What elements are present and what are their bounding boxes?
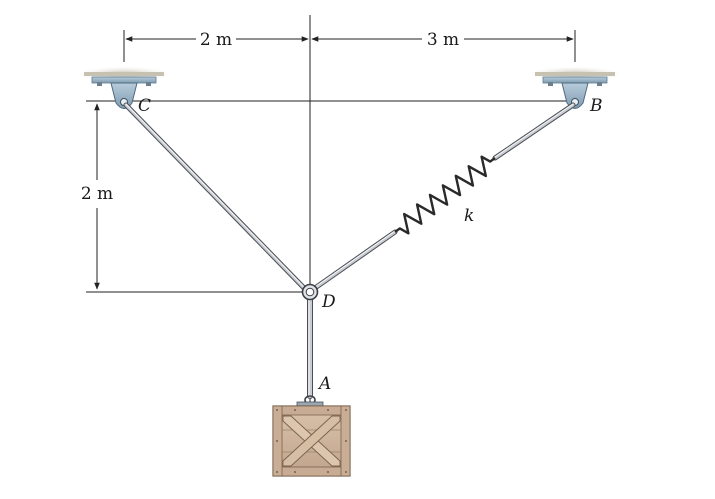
bolt-c-left xyxy=(97,82,102,86)
dimension-label-vertical: 2 m xyxy=(81,184,113,204)
dimension-label-top-left: 2 m xyxy=(200,30,232,50)
clevis-bracket-c xyxy=(110,82,138,109)
crate-top-board xyxy=(272,405,351,416)
bolt-b-right xyxy=(597,82,602,86)
support-b xyxy=(531,67,619,109)
spring xyxy=(394,155,496,235)
clevis-bracket-b xyxy=(561,82,589,109)
cable-da xyxy=(307,296,313,399)
cable-cd xyxy=(123,102,308,292)
spring-label-k: k xyxy=(464,206,474,226)
point-label-b: B xyxy=(589,96,603,116)
point-label-a: A xyxy=(317,374,331,394)
support-c xyxy=(80,67,168,109)
bolt-c-right xyxy=(146,82,151,86)
dimension-label-top-right: 3 m xyxy=(427,30,459,50)
point-label-d: D xyxy=(321,292,336,312)
point-label-c: C xyxy=(138,96,151,116)
crate-brace-2 xyxy=(282,415,341,467)
ceiling-surface-b xyxy=(535,72,615,76)
bolt-b-left xyxy=(548,82,553,86)
crate xyxy=(272,395,351,477)
crate-bottom-board xyxy=(272,466,351,477)
rod-spring-d xyxy=(312,229,398,291)
lift-plate xyxy=(296,401,324,407)
rod-b-spring xyxy=(492,102,576,161)
ring-d xyxy=(301,283,319,301)
ceiling-surface-c xyxy=(84,72,164,76)
dimension-lines xyxy=(86,15,576,405)
